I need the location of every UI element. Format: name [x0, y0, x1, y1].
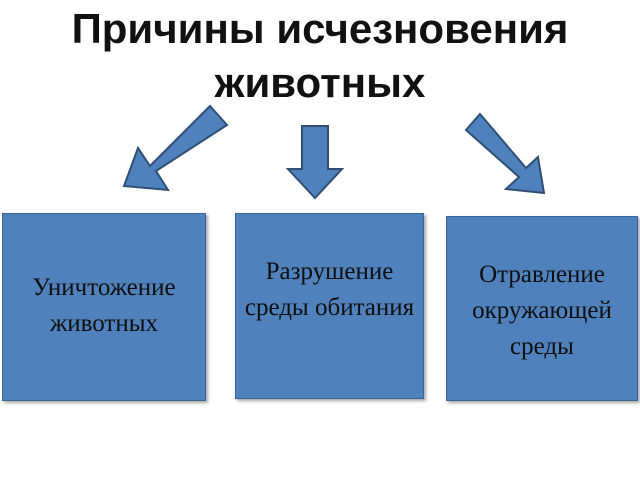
cause-box-habitat: Разрушение среды обитания [235, 213, 424, 399]
arrow-left [122, 104, 229, 192]
arrow-down [285, 125, 345, 200]
cause-box-habitat-label: Разрушение среды обитания [244, 258, 415, 321]
cause-box-destruction-label: Уничтожение животных [32, 274, 176, 337]
title-line-2: животных [214, 59, 426, 106]
cause-box-pollution: Отравление окружающей среды [446, 216, 638, 401]
title-line-1: Причины исчезновения [71, 5, 569, 52]
slide-title: Причины исчезновения животных [0, 2, 640, 110]
arrow-right [464, 112, 546, 195]
cause-box-destruction: Уничтожение животных [2, 213, 206, 401]
cause-box-pollution-label: Отравление окружающей среды [472, 261, 612, 360]
